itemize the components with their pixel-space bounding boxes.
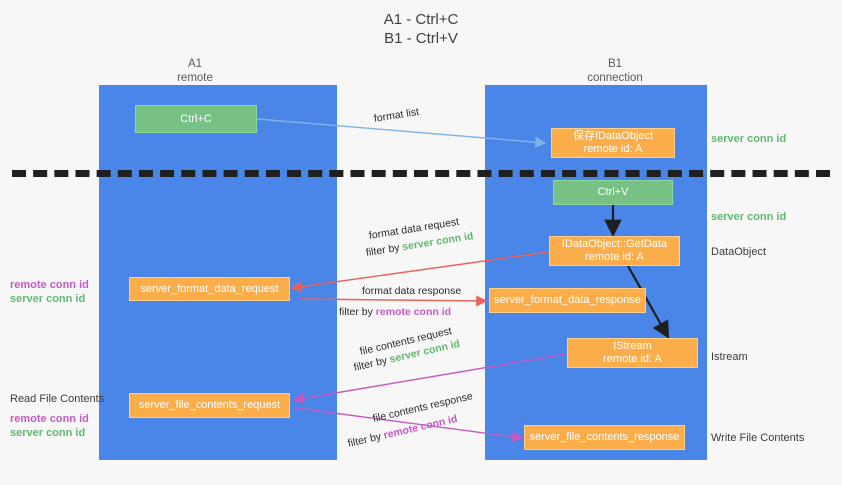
annotation-server-conn-id-2: server conn id bbox=[10, 427, 86, 439]
lane-header-b1: B1 connection bbox=[587, 58, 643, 84]
node-istream[interactable]: IStream remote id: A bbox=[567, 338, 698, 368]
node-server-file-contents-request[interactable]: server_file_contents_request bbox=[129, 393, 290, 418]
edge-label-format-data-response: format data response bbox=[362, 285, 462, 297]
filter-prefix: filter by bbox=[365, 241, 404, 259]
filter-key-remote-conn-id: remote conn id bbox=[375, 306, 452, 318]
annotation-server-conn-id-mid: server conn id bbox=[711, 211, 787, 223]
annotation-dataobject: DataObject bbox=[711, 246, 767, 258]
filter-prefix: filter by bbox=[339, 306, 376, 318]
annotation-remote-conn-id-1: remote conn id bbox=[10, 279, 89, 291]
diagram-title: A1 - Ctrl+C B1 - Ctrl+V bbox=[383, 11, 459, 47]
node-server-format-data-response[interactable]: server_format_data_response bbox=[489, 288, 646, 313]
edge-label-format-list: format list bbox=[373, 105, 420, 125]
annotation-remote-conn-id-2: remote conn id bbox=[10, 413, 89, 425]
phase-separator bbox=[12, 170, 830, 177]
edge-label-format-data-response-filter: filter by remote conn id bbox=[339, 305, 451, 319]
annotation-write-file-contents: Write File Contents bbox=[711, 432, 805, 444]
node-ctrl-v[interactable]: Ctrl+V bbox=[553, 180, 673, 205]
annotation-istream: Istream bbox=[711, 351, 748, 363]
filter-prefix: filter by bbox=[352, 353, 392, 374]
annotation-server-conn-id-top: server conn id bbox=[711, 133, 787, 145]
annotation-server-conn-id-1: server conn id bbox=[10, 293, 86, 305]
node-server-format-data-request[interactable]: server_format_data_request bbox=[129, 277, 290, 301]
node-server-file-contents-response[interactable]: server_file_contents_response bbox=[524, 425, 685, 450]
annotation-read-file-contents: Read File Contents bbox=[10, 393, 105, 405]
node-idataobject-getdata[interactable]: IDataObject::GetData remote id: A bbox=[549, 236, 680, 266]
node-ctrl-c[interactable]: Ctrl+C bbox=[135, 105, 257, 133]
lane-header-a1: A1 remote bbox=[177, 58, 213, 84]
filter-prefix: filter by bbox=[346, 429, 386, 450]
node-save-idataobject[interactable]: 保存IDataObject remote id: A bbox=[551, 128, 675, 158]
